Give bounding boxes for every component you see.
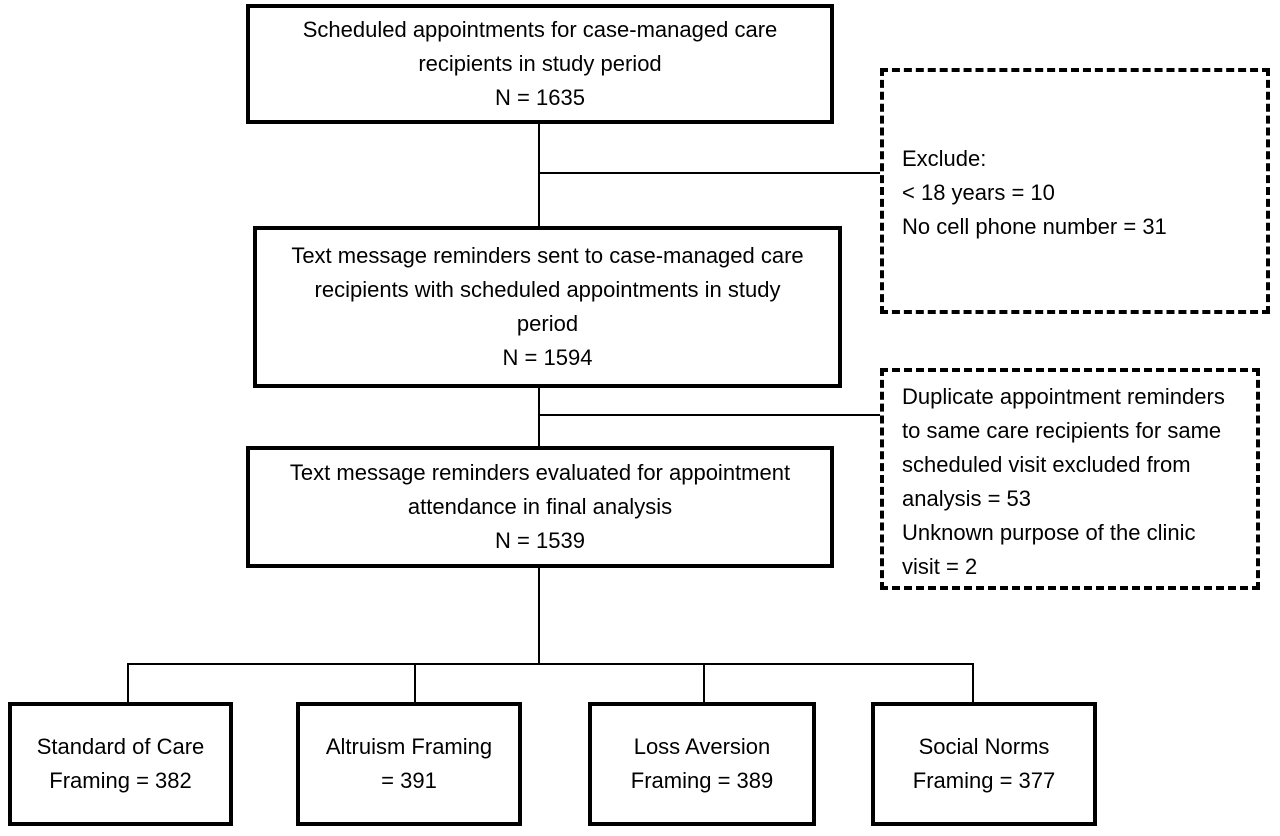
arm-box-altruism: Altruism Framing = 391 xyxy=(296,702,522,826)
exclusion-1-no-phone: No cell phone number = 31 xyxy=(902,214,1167,239)
box-scheduled-appointments: Scheduled appointments for case-managed … xyxy=(246,4,834,124)
exclusion-1-under-18: < 18 years = 10 xyxy=(902,180,1055,205)
connector-sent-to-evaluated xyxy=(538,386,540,448)
connector-to-exclusion-1 xyxy=(538,172,882,174)
arm-4-line-2: Framing = 377 xyxy=(912,768,1056,793)
box-scheduled-line-2: recipients in study period xyxy=(418,51,662,76)
exclusion-2-line-6: visit = 2 xyxy=(902,554,978,579)
box-scheduled-line-1: Scheduled appointments for case-managed … xyxy=(302,17,778,42)
box-evaluated-line-2: attendance in final analysis xyxy=(407,494,673,519)
box-scheduled-count: N = 1635 xyxy=(495,85,585,110)
arm-box-standard-of-care: Standard of Care Framing = 382 xyxy=(8,702,233,826)
box-reminders-sent: Text message reminders sent to case-mana… xyxy=(253,226,842,388)
exclusion-box-1: Exclude: < 18 years = 10 No cell phone n… xyxy=(880,68,1270,314)
arm-2-line-1: Altruism Framing xyxy=(325,734,493,759)
connector-arm-4 xyxy=(972,663,974,703)
exclusion-2-line-3: scheduled visit excluded from xyxy=(902,452,1191,477)
arm-box-loss-aversion: Loss Aversion Framing = 389 xyxy=(588,702,816,826)
box-sent-line-1: Text message reminders sent to case-mana… xyxy=(291,243,804,268)
exclusion-2-line-1: Duplicate appointment reminders xyxy=(902,384,1225,409)
arm-box-social-norms: Social Norms Framing = 377 xyxy=(871,702,1097,826)
connector-to-exclusion-2 xyxy=(538,414,882,416)
box-reminders-evaluated: Text message reminders evaluated for app… xyxy=(246,446,834,568)
exclusion-2-line-2: to same care recipients for same xyxy=(902,418,1222,443)
box-evaluated-line-1: Text message reminders evaluated for app… xyxy=(289,460,791,485)
exclusion-2-line-5: Unknown purpose of the clinic xyxy=(902,520,1196,545)
arm-3-line-2: Framing = 389 xyxy=(630,768,774,793)
connector-scheduled-to-sent xyxy=(538,122,540,228)
arm-1-line-2: Framing = 382 xyxy=(49,768,192,793)
connector-arm-1 xyxy=(127,663,129,703)
connector-evaluated-to-arms xyxy=(538,566,540,664)
connector-arm-3 xyxy=(703,663,705,703)
arm-1-line-1: Standard of Care xyxy=(36,734,205,759)
box-evaluated-count: N = 1539 xyxy=(495,528,585,553)
box-sent-line-2: recipients with scheduled appointments i… xyxy=(314,277,781,302)
arm-2-line-2: = 391 xyxy=(381,768,437,793)
connector-arm-2 xyxy=(414,663,416,703)
exclusion-1-heading: Exclude: xyxy=(902,146,987,171)
arm-3-line-1: Loss Aversion xyxy=(633,734,771,759)
exclusion-box-2: Duplicate appointment reminders to same … xyxy=(880,368,1260,590)
box-sent-line-3: period xyxy=(516,311,579,336)
arm-4-line-1: Social Norms xyxy=(918,734,1050,759)
box-sent-count: N = 1594 xyxy=(502,345,593,370)
exclusion-2-line-4: analysis = 53 xyxy=(902,486,1032,511)
connector-arms-horizontal xyxy=(127,663,974,665)
